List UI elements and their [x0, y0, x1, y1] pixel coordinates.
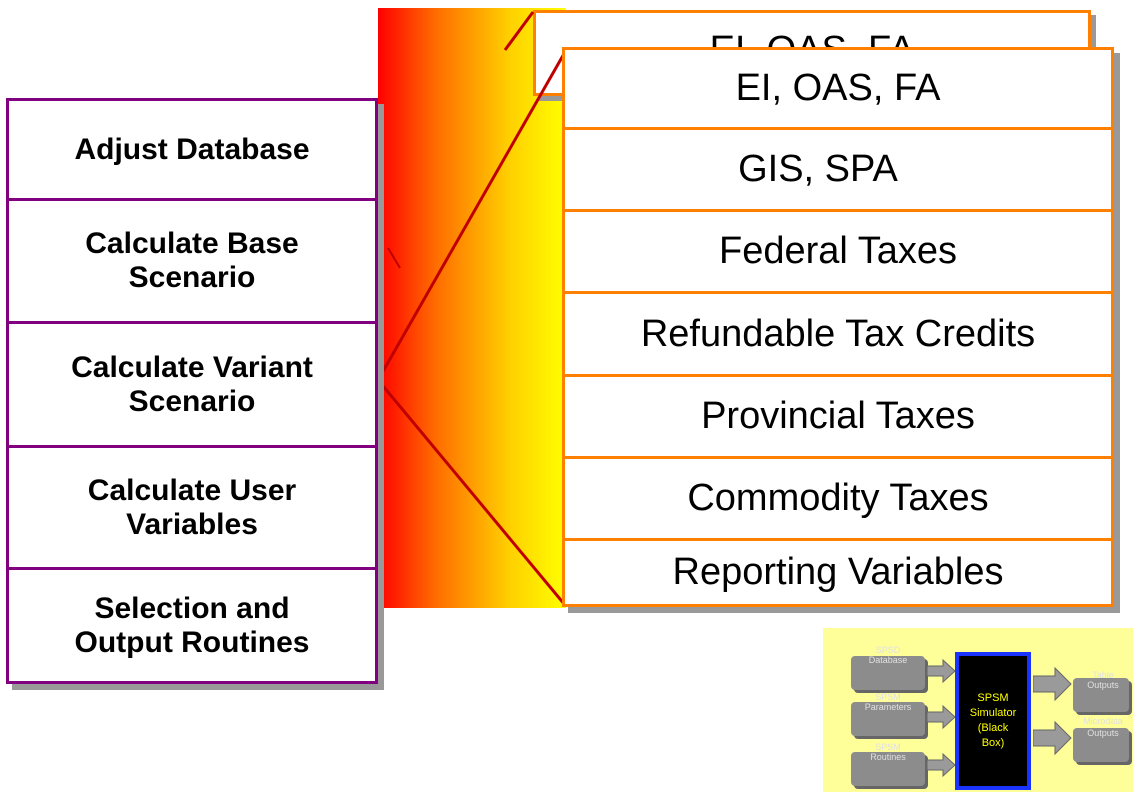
step-label: Calculate User Variables	[87, 473, 297, 541]
step-calculate-base: Calculate Base Scenario	[9, 198, 375, 321]
input-box-routines	[851, 752, 925, 786]
module-list-panel: EI, OAS, FA GIS, SPA Federal Taxes Refun…	[562, 47, 1114, 607]
simulator-label: SPSM Simulator (Black Box)	[969, 692, 1017, 749]
module-label: Provincial Taxes	[701, 395, 975, 437]
input-label-top: SPSD	[875, 645, 901, 655]
input-box-parameters	[851, 702, 925, 736]
output-label-top: Microdata	[1083, 716, 1123, 726]
simulator-box: SPSM Simulator (Black Box)	[955, 652, 1031, 790]
output-box-microdata	[1073, 728, 1129, 762]
arrow-icon	[1033, 720, 1072, 756]
module-row: EI, OAS, FA	[565, 50, 1111, 127]
input-label-bottom: Parameters	[864, 702, 912, 712]
step-label: Selection and Output Routines	[74, 591, 310, 659]
connector-lower-line	[376, 379, 567, 606]
module-label: GIS, SPA	[738, 148, 898, 190]
module-label: Refundable Tax Credits	[640, 312, 1036, 355]
module-row: Federal Taxes	[565, 209, 1111, 291]
module-row: GIS, SPA	[565, 127, 1111, 209]
step-label: Adjust Database	[74, 132, 310, 166]
module-row: Provincial Taxes	[565, 374, 1111, 456]
step-calculate-user-variables: Calculate User Variables	[9, 445, 375, 567]
module-row: Commodity Taxes	[565, 456, 1111, 538]
output-label-bottom: Outputs	[1087, 680, 1119, 690]
module-label: Reporting Variables	[672, 551, 1004, 593]
input-arrows	[927, 658, 956, 778]
module-row: Refundable Tax Credits	[565, 291, 1111, 374]
step-label: Calculate Base Scenario	[85, 227, 299, 294]
arrow-icon	[927, 658, 956, 684]
input-label-bottom: Routines	[870, 752, 906, 762]
input-box-database	[851, 656, 925, 690]
connector-upper-line	[376, 51, 567, 381]
input-label-top: SPSM	[875, 692, 901, 702]
connector-tick	[387, 247, 401, 269]
arrow-icon	[927, 704, 956, 730]
module-row: Reporting Variables	[565, 538, 1111, 604]
arrow-icon	[927, 752, 956, 778]
module-label: Federal Taxes	[719, 230, 957, 272]
arrow-icon	[1033, 666, 1072, 702]
module-label: Commodity Taxes	[687, 477, 989, 519]
process-steps-panel: Adjust Database Calculate Base Scenario …	[6, 98, 378, 684]
input-label-bottom: Database	[868, 655, 908, 665]
connector-back-line	[503, 11, 535, 51]
step-selection-output: Selection and Output Routines	[9, 567, 375, 681]
simulator-thumbnail: SPSD Database SPSM Parameters SPSM Routi…	[823, 628, 1133, 792]
module-label: EI, OAS, FA	[735, 67, 941, 109]
step-label: Calculate Variant Scenario	[71, 350, 313, 418]
step-adjust-database: Adjust Database	[9, 101, 375, 198]
output-label-bottom: Outputs	[1087, 728, 1119, 738]
output-arrows	[1033, 666, 1072, 756]
output-box-table	[1073, 678, 1129, 712]
input-label-top: SPSM	[875, 742, 901, 752]
output-label-top: Table	[1092, 670, 1114, 680]
step-calculate-variant: Calculate Variant Scenario	[9, 321, 375, 445]
